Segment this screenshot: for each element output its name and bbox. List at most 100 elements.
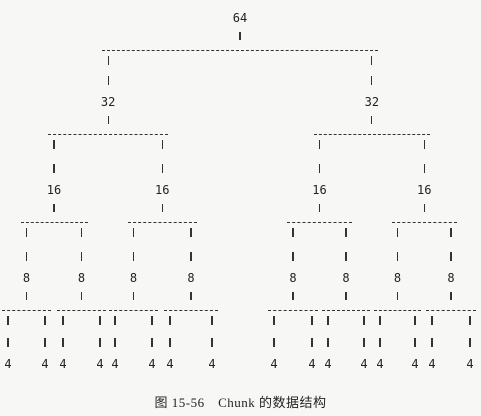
node-value-4: 4 [308,357,316,371]
connector-line [190,228,192,237]
connector-line [169,316,171,325]
connector-line [190,252,192,261]
connector-line [62,316,64,325]
node-value-4: 4 [376,357,384,371]
connector-line [327,338,329,347]
connector-line [107,116,109,124]
connector-line [7,338,9,347]
connector-line [371,76,373,85]
connector-line [239,32,241,40]
node-value-8: 8 [129,271,138,285]
node-value-4: 4 [96,357,104,371]
dashed-branch-line [287,222,352,223]
connector-line [132,228,135,237]
connector-line [318,204,321,212]
node-value-4: 4 [166,357,174,371]
node-value-4: 4 [111,357,119,371]
connector-line [345,292,347,300]
node-value-32: 32 [100,95,116,109]
connector-line [292,292,294,300]
connector-line [273,316,275,325]
connector-line [7,316,9,325]
connector-line [450,228,452,237]
connector-line [25,228,28,237]
connector-line [327,316,329,325]
node-value-16: 16 [155,183,170,197]
connector-line [190,292,192,300]
connector-line [80,292,83,300]
dashed-branch-line [127,222,197,223]
node-value-4: 4 [59,357,67,371]
connector-line [25,292,28,300]
dashed-branch-line [426,310,476,311]
connector-line [161,140,163,149]
connector-line [469,338,471,347]
node-value-8: 8 [342,271,350,285]
connector-line [44,316,46,325]
connector-line [169,338,171,347]
node-value-4: 4 [270,357,278,371]
connector-line [53,140,55,149]
dashed-branch-line [164,310,218,311]
connector-line [292,228,294,237]
node-value-16: 16 [312,183,327,197]
node-value-8: 8 [77,271,86,285]
dashed-branch-line [109,310,158,311]
connector-line [396,292,399,300]
dashed-branch-line [57,310,106,311]
node-value-8: 8 [22,271,31,285]
node-value-8: 8 [289,271,297,285]
connector-line [318,140,321,149]
connector-line [151,338,153,347]
connector-line [379,316,381,325]
connector-line [151,316,153,325]
connector-line [107,56,109,65]
connector-line [292,252,294,261]
connector-line [80,228,83,237]
dashed-branch-line [374,310,421,311]
connector-line [363,338,365,347]
node-value-32: 32 [364,95,380,109]
dashed-branch-line [391,222,457,223]
connector-line [99,316,101,325]
node-value-4: 4 [360,357,368,371]
connector-line [62,338,64,347]
connector-line [114,338,116,347]
connector-line [25,252,28,261]
connector-line [450,292,452,300]
connector-line [396,252,399,261]
connector-line [423,164,425,173]
connector-line [99,338,101,347]
node-value-16: 16 [417,183,432,197]
connector-line [414,338,416,347]
connector-line [161,204,163,212]
node-value-4: 4 [466,357,474,371]
connector-line [211,316,213,325]
connector-line [132,252,135,261]
node-value-4: 4 [428,357,436,371]
connector-line [211,338,213,347]
connector-line [114,316,116,325]
connector-line [345,252,347,261]
connector-line [431,316,433,325]
dashed-branch-line [313,134,431,135]
connector-line [345,228,347,237]
dashed-branch-line [48,134,169,135]
node-value-4: 4 [4,357,12,371]
node-value-8: 8 [393,271,402,285]
node-value-64: 64 [232,11,248,25]
node-value-16: 16 [46,183,62,197]
dashed-branch-line [2,310,51,311]
connector-line [431,338,433,347]
connector-line [161,164,163,173]
node-value-4: 4 [148,357,156,371]
connector-line [450,252,452,261]
node-value-4: 4 [208,357,216,371]
node-value-4: 4 [411,357,419,371]
connector-line [132,292,135,300]
node-value-4: 4 [324,357,332,371]
connector-line [469,316,471,325]
dashed-branch-line [20,222,88,223]
dashed-branch-line [322,310,370,311]
